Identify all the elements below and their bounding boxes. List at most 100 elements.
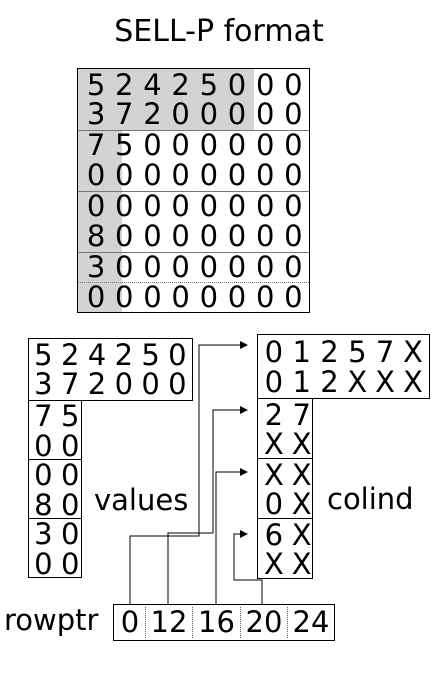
values-cell: 5 (141, 338, 160, 372)
rowptr-separator (240, 607, 241, 638)
matrix-cell: 2 (171, 68, 190, 102)
colind-cell: 1 (292, 335, 311, 369)
matrix-cell: 2 (115, 68, 134, 102)
values-cell: 0 (60, 488, 80, 522)
matrix-cell: 0 (143, 158, 162, 192)
matrix-cell: 0 (171, 158, 190, 192)
matrix-cell: 0 (115, 189, 134, 223)
matrix-slice-3-shading (78, 191, 122, 252)
colind-cell: X (402, 365, 423, 399)
matrix-cell: 0 (143, 189, 162, 223)
matrix-cell: 0 (143, 219, 162, 253)
matrix-cell: 0 (171, 250, 190, 284)
matrix-cell: 0 (255, 128, 275, 162)
values-cell: 0 (168, 338, 187, 372)
matrix-cell: 0 (227, 158, 247, 192)
matrix-cell: 5 (199, 68, 219, 102)
matrix-cell: 0 (227, 68, 247, 102)
matrix-cell: 0 (115, 280, 134, 314)
arrow-rowptr-0 (129, 341, 248, 604)
matrix-cell: 5 (115, 128, 134, 162)
matrix-cell: 0 (255, 97, 275, 131)
colind-cell: 7 (375, 335, 395, 369)
matrix-cell: 0 (227, 280, 247, 314)
colind-cell: X (263, 458, 284, 492)
matrix-cell: 0 (199, 280, 219, 314)
values-block-1 (28, 338, 193, 401)
colind-cell: 0 (264, 487, 284, 521)
matrix-cell: 0 (227, 189, 247, 223)
values-cell: 3 (34, 517, 53, 551)
colind-cell: 5 (348, 335, 367, 369)
matrix-cell: 0 (171, 189, 190, 223)
matrix-frame (77, 68, 310, 313)
matrix-cell: 0 (143, 128, 162, 162)
colind-cell: X (375, 365, 396, 399)
matrix-cell: 0 (284, 158, 303, 192)
matrix-cell: 0 (284, 189, 303, 223)
colind-cell: 7 (292, 398, 311, 432)
rowptr-entry: 0 (120, 605, 140, 639)
values-cell: 2 (114, 338, 134, 372)
rowptr-separator (287, 607, 288, 638)
colind-block-4 (257, 518, 313, 579)
matrix-slice-separator (78, 252, 309, 253)
matrix-cell: 0 (171, 97, 190, 131)
colind-cell: X (291, 427, 312, 461)
colind-cell: X (291, 487, 312, 521)
values-cell: 5 (34, 338, 53, 372)
matrix-cell: 0 (199, 97, 219, 131)
colind-cell: X (291, 518, 312, 552)
matrix-cell: 0 (284, 219, 303, 253)
rowptr-entry: 16 (198, 605, 235, 639)
matrix-cell: 2 (143, 97, 162, 131)
matrix-cell: 0 (143, 280, 162, 314)
colind-cell: 0 (264, 365, 284, 399)
values-cell: 3 (34, 367, 53, 401)
rowptr-label: rowptr (4, 603, 99, 637)
colind-cell: 0 (264, 335, 284, 369)
matrix-cell: 0 (284, 280, 303, 314)
diagram-title: SELL-P format (114, 14, 324, 49)
values-cell: 0 (60, 458, 80, 492)
matrix-cell: 0 (284, 128, 303, 162)
colind-cell: X (291, 547, 312, 581)
values-cell: 7 (60, 367, 80, 401)
values-cell: 7 (34, 399, 53, 433)
arrow-rowptr-12 (167, 406, 248, 604)
rowptr-entry: 24 (292, 605, 330, 639)
colind-cell: X (263, 427, 284, 461)
matrix-slice-separator (78, 130, 309, 131)
colind-block-1 (257, 334, 430, 399)
colind-cell: X (347, 365, 368, 399)
matrix-cell: 7 (86, 128, 106, 162)
rowptr-separator (192, 607, 193, 638)
matrix-padding-separator (78, 282, 309, 283)
matrix-cell: 8 (86, 219, 106, 253)
values-block-4 (28, 518, 82, 578)
rowptr-box (113, 604, 335, 641)
colind-cell: 2 (320, 365, 339, 399)
matrix-slice-2-shading (78, 130, 122, 191)
colind-cell: X (402, 335, 423, 369)
rowptr-separator (145, 607, 146, 638)
matrix-cell: 0 (255, 250, 275, 284)
matrix-cell: 0 (143, 250, 162, 284)
matrix-slice-separator (78, 191, 309, 192)
rowptr-entry: 20 (245, 605, 283, 639)
matrix-cell: 0 (86, 280, 106, 314)
